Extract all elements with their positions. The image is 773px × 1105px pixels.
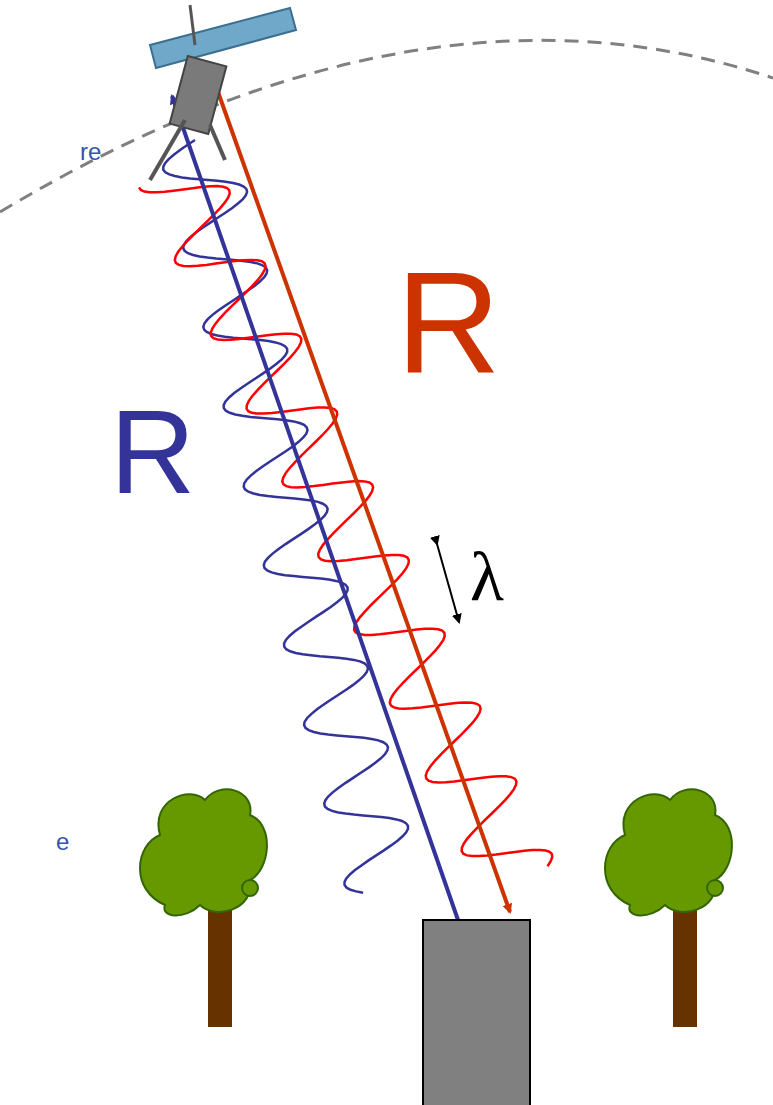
cropped-text: e: [56, 830, 69, 854]
transmit-ray: [218, 92, 510, 912]
wave-line: [163, 140, 408, 893]
tree-right: [605, 789, 732, 1027]
range-label: R: [396, 250, 501, 395]
building-target: [423, 920, 530, 1105]
range-label: R: [110, 393, 195, 511]
orbit-arc: [0, 40, 773, 212]
wavelength-marker: [437, 544, 459, 622]
satellite: [150, 5, 296, 180]
wavelength-label: λ: [470, 542, 504, 612]
wave-line: [139, 186, 552, 866]
tree-left: [140, 789, 267, 1027]
cropped-text: re: [80, 140, 101, 164]
wave-group: [139, 140, 552, 893]
